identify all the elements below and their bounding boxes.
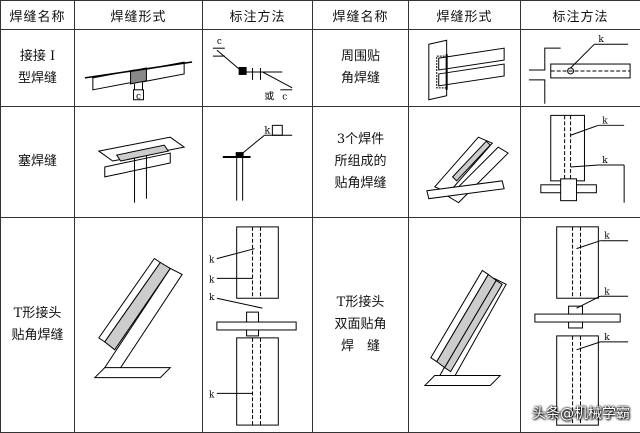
plug-weld-symbol: k <box>203 107 312 217</box>
leg-size-k-label: k <box>604 287 610 297</box>
leg-size-k-label: k <box>209 390 215 400</box>
t-joint-double-fillet-weld-symbol: k k k <box>521 218 640 432</box>
row3-right-name: T形接头 双面贴角 焊 缝 <box>313 218 409 433</box>
leg-size-k-label: k <box>604 333 610 343</box>
row1-left-marking: c 或 c <box>203 30 313 107</box>
gap-label-c: c <box>136 92 141 102</box>
leg-size-k-label: k <box>209 293 215 303</box>
row2-left-name: 塞焊缝 <box>1 107 75 218</box>
row1-right-marking: k <box>521 30 640 107</box>
row2-left-weld-form <box>75 107 203 218</box>
three-part-fillet-weld-symbol: k k <box>521 107 640 217</box>
butt-weld-symbol: c 或 c <box>203 30 312 106</box>
row2-right-weld-form <box>409 107 521 218</box>
header-weld-name-left: 焊缝名称 <box>1 1 75 30</box>
row2-right-marking: k k <box>521 107 640 218</box>
t-joint-fillet-weld-symbol: k k k k <box>203 218 312 432</box>
three-part-fillet-weld-drawing <box>409 107 520 217</box>
leg-size-k-label: k <box>264 125 271 136</box>
header-row: 焊缝名称 焊缝形式 标注方法 焊缝名称 焊缝形式 标注方法 <box>1 1 640 30</box>
row3-left-marking: k k k k <box>203 218 313 433</box>
row3-left-name: T形接头 贴角焊缝 <box>1 218 75 433</box>
row2-left-marking: k <box>203 107 313 218</box>
header-weld-name-right: 焊缝名称 <box>313 1 409 30</box>
leg-size-k-label: k <box>209 275 215 285</box>
symbol-label-c-bottom: c <box>282 93 287 103</box>
butt-weld-drawing: c <box>75 30 202 106</box>
leg-size-k-label: k <box>209 256 215 266</box>
t-joint-fillet-weld-drawing <box>75 218 202 432</box>
row3-right-weld-form <box>409 218 521 433</box>
header-weld-form-right: 焊缝形式 <box>409 1 521 30</box>
leg-size-k-label: k <box>598 35 604 45</box>
table-row: 接接 I 型焊缝 c c <box>1 30 640 107</box>
table-row: 塞焊缝 k 3个焊件 所组成 <box>1 107 640 218</box>
row1-left-weld-form: c <box>75 30 203 107</box>
table-row: T形接头 贴角焊缝 k k k <box>1 218 640 433</box>
plug-weld-drawing <box>75 107 202 217</box>
header-marking-left: 标注方法 <box>203 1 313 30</box>
around-fillet-weld-symbol: k <box>521 30 640 106</box>
row1-right-name: 周围贴 角焊缝 <box>313 30 409 107</box>
row3-right-marking: k k k <box>521 218 640 433</box>
leg-size-k-label: k <box>602 156 608 166</box>
t-joint-double-fillet-weld-drawing <box>409 218 520 432</box>
header-marking-right: 标注方法 <box>521 1 640 30</box>
watermark: 头条@机械学霸 <box>532 403 630 423</box>
leg-size-k-label: k <box>604 232 610 242</box>
around-fillet-weld-drawing <box>409 30 520 106</box>
row1-left-name: 接接 I 型焊缝 <box>1 30 75 107</box>
row3-left-weld-form <box>75 218 203 433</box>
leg-size-k-label: k <box>602 116 608 126</box>
row2-right-name: 3个焊件 所组成的 贴角焊缝 <box>313 107 409 218</box>
row1-right-weld-form <box>409 30 521 107</box>
or-label: 或 <box>264 91 274 103</box>
header-weld-form-left: 焊缝形式 <box>75 1 203 30</box>
symbol-label-c-top: c <box>217 37 222 47</box>
